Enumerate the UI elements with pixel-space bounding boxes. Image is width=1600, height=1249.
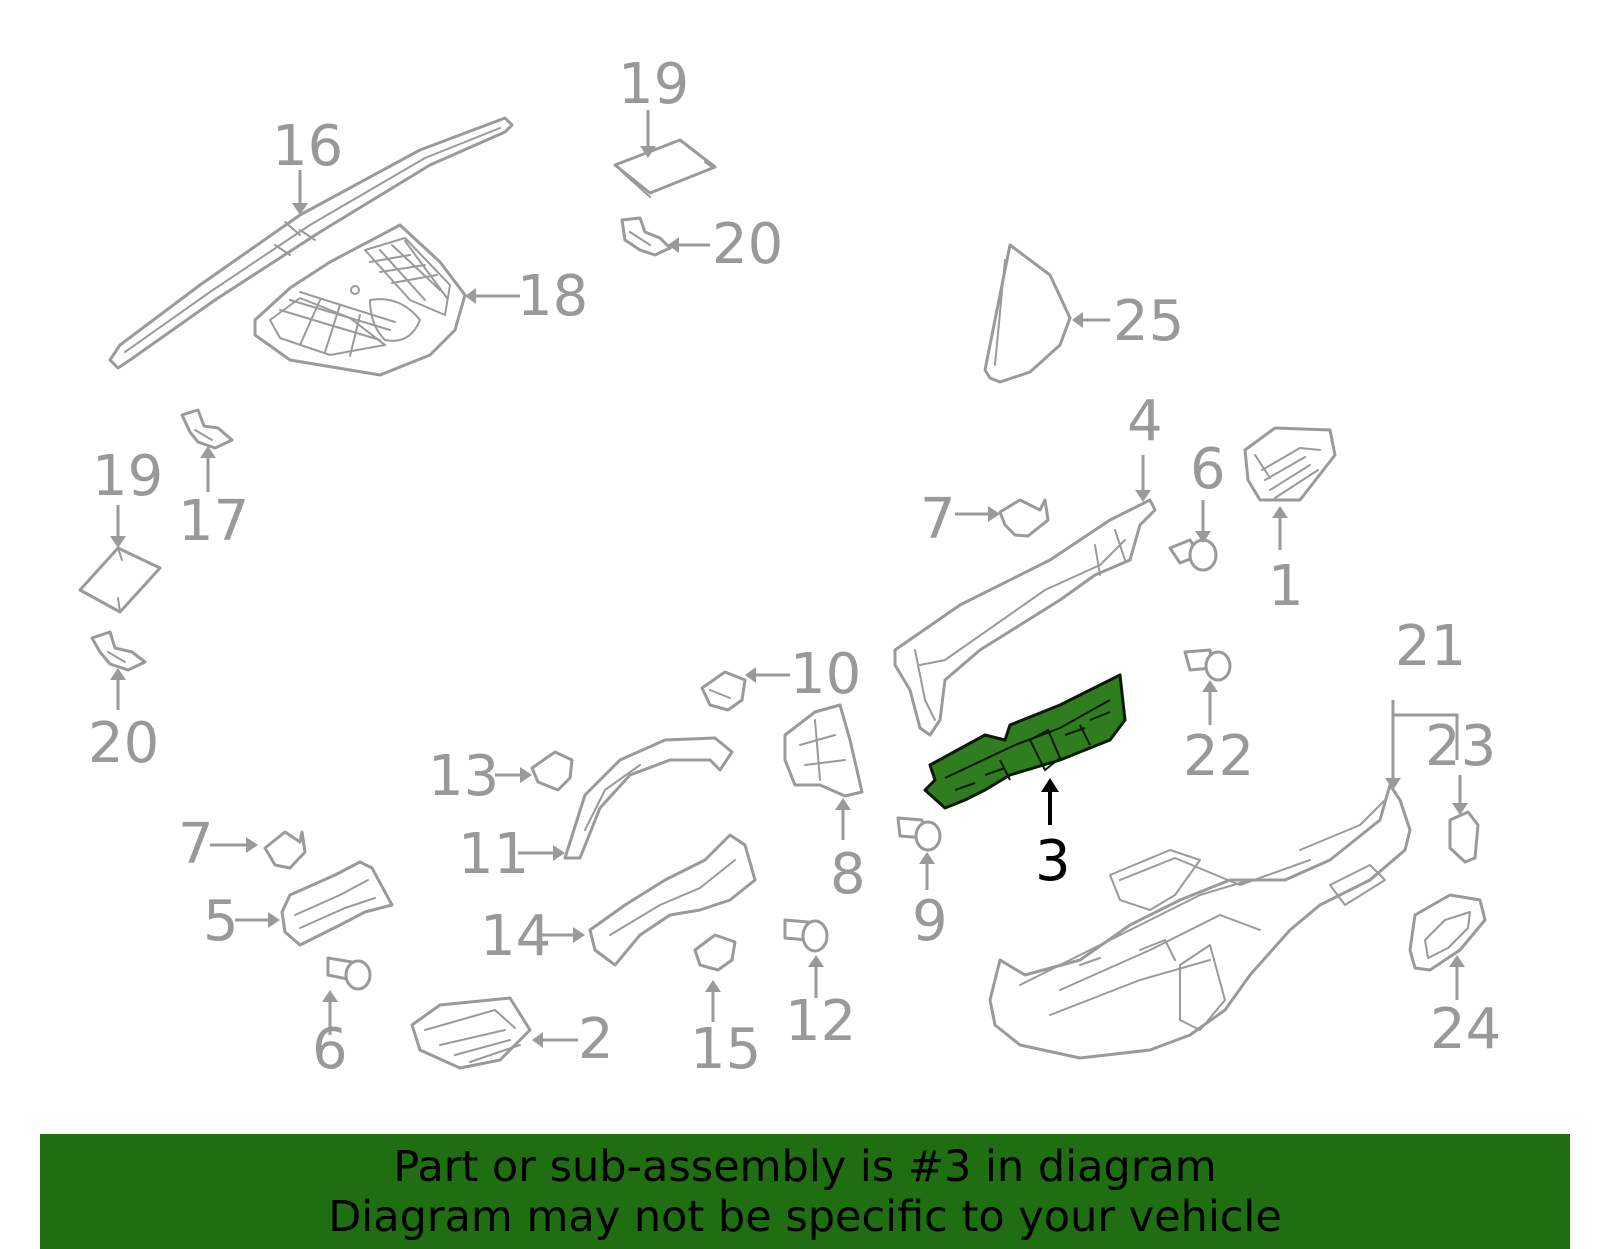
part-6-bolt-right xyxy=(1168,538,1218,572)
callout-16: 16 xyxy=(272,114,343,179)
callout-2: 2 xyxy=(578,1007,614,1072)
part-6-bolt-left xyxy=(326,956,372,991)
info-banner: Part or sub-assembly is #3 in diagram Di… xyxy=(40,1134,1570,1249)
part-11-curved-trim xyxy=(563,736,734,860)
callout-19: 19 xyxy=(92,444,163,509)
part-13-clip xyxy=(530,750,574,792)
part-16-defroster-grille xyxy=(108,116,514,370)
part-4-side-trim xyxy=(893,498,1157,737)
callout-labels: 16 19 20 18 25 4 6 1 7 19 17 20 10 21 23… xyxy=(88,52,1501,1082)
callout-7: 7 xyxy=(178,812,214,877)
part-15-clip xyxy=(693,933,737,972)
part-10-clip xyxy=(700,670,747,712)
part-20-upper-clip xyxy=(620,216,672,257)
part-25-side-panel xyxy=(983,243,1072,384)
part-3-highlighted-panel xyxy=(923,673,1127,810)
banner-line-disclaimer: Diagram may not be specific to your vehi… xyxy=(328,1192,1282,1242)
part-18-cluster-bezel xyxy=(253,223,467,377)
callout-10: 10 xyxy=(790,642,861,707)
part-8-bracket xyxy=(783,703,864,798)
callout-5: 5 xyxy=(203,889,239,954)
part-21-console xyxy=(988,783,1412,1060)
callout-11: 11 xyxy=(458,822,529,887)
callout-23: 23 xyxy=(1425,714,1496,779)
part-1-vent xyxy=(1243,426,1337,502)
callout-25: 25 xyxy=(1113,289,1184,354)
callout-13: 13 xyxy=(428,744,499,809)
part-20-left-clip xyxy=(90,630,147,672)
part-2-vent xyxy=(410,996,532,1070)
part-7-clip-left xyxy=(263,830,307,870)
part-7-clip-right xyxy=(998,498,1050,538)
part-9-bolt xyxy=(896,816,942,852)
callout-12: 12 xyxy=(785,989,856,1054)
callout-6: 6 xyxy=(1190,437,1226,502)
leader-lines xyxy=(110,110,1468,1048)
callout-24: 24 xyxy=(1430,997,1501,1062)
callout-20: 20 xyxy=(88,711,159,776)
callout-8: 8 xyxy=(830,842,866,907)
callout-21: 21 xyxy=(1395,614,1466,679)
part-19-upper-plate xyxy=(613,138,717,198)
callout-7: 7 xyxy=(920,487,956,552)
callout-18: 18 xyxy=(517,264,588,329)
callout-6: 6 xyxy=(312,1017,348,1082)
callout-22: 22 xyxy=(1183,724,1254,789)
part-12-bolt xyxy=(783,918,829,953)
callout-15: 15 xyxy=(690,1017,761,1082)
callout-9: 9 xyxy=(912,889,948,954)
callout-1: 1 xyxy=(1268,554,1304,619)
callout-20: 20 xyxy=(712,212,783,277)
part-17-clip xyxy=(180,408,234,450)
part-14-lower-trim xyxy=(588,833,757,967)
callout-17: 17 xyxy=(178,489,249,554)
part-23-clip xyxy=(1448,810,1480,864)
callout-4: 4 xyxy=(1127,389,1163,454)
part-22-bolt xyxy=(1183,648,1232,682)
callout-14: 14 xyxy=(480,904,551,969)
callout-3-highlighted: 3 xyxy=(1035,829,1071,894)
part-24-bezel xyxy=(1408,893,1487,972)
part-5-duct xyxy=(280,860,394,947)
part-19-left-plate xyxy=(78,546,162,614)
callout-19: 19 xyxy=(618,52,689,117)
banner-line-part: Part or sub-assembly is #3 in diagram xyxy=(393,1142,1217,1192)
